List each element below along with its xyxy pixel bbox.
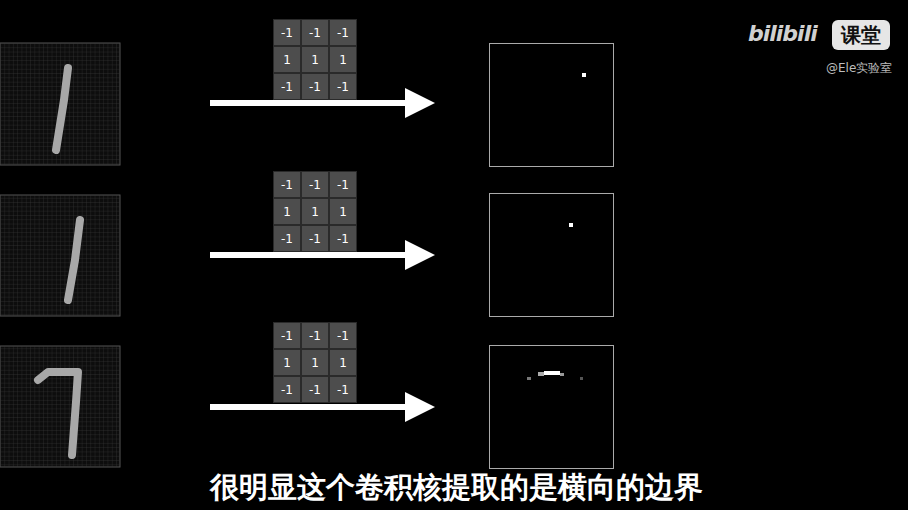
kernel-cell: -1 (301, 73, 329, 100)
watermark-badge (832, 20, 890, 50)
input-digit-seven (0, 346, 120, 467)
kernel-value: -1 (337, 178, 349, 192)
kernel-cell: -1 (273, 73, 301, 100)
subtitle: 很明显这个卷积核提取的是横向的边界 (210, 468, 703, 508)
kernel-cell: 1 (301, 46, 329, 73)
input-digit-one (0, 43, 120, 165)
kernel-cell: -1 (273, 19, 301, 46)
kernel-cell: -1 (273, 171, 301, 198)
kernel-cell: -1 (329, 19, 357, 46)
kernel-value: -1 (309, 329, 321, 343)
kernel-value: -1 (309, 178, 321, 192)
arrow (210, 88, 435, 422)
kernel-value: 1 (283, 356, 291, 370)
kernel-cell: -1 (329, 376, 357, 403)
watermark-badge-text: 课堂 (832, 20, 890, 50)
kernel-cell: -1 (301, 322, 329, 349)
kernel-value: -1 (281, 383, 293, 397)
kernel-value: -1 (281, 80, 293, 94)
watermark-author: @Ele实验室 (826, 60, 892, 77)
kernel-cell: -1 (273, 322, 301, 349)
kernel-cell: -1 (329, 171, 357, 198)
kernel-value: -1 (309, 383, 321, 397)
kernel-value: 1 (283, 205, 291, 219)
kernel-value: -1 (337, 80, 349, 94)
kernel-cell: 1 (273, 349, 301, 376)
kernel-value: 1 (283, 53, 291, 67)
output-feature-map (490, 44, 614, 469)
kernel-cell: -1 (301, 19, 329, 46)
kernel-value: -1 (337, 383, 349, 397)
kernel-value: 1 (339, 205, 347, 219)
kernel-value: -1 (281, 26, 293, 40)
kernel-value: -1 (281, 329, 293, 343)
kernel-cell: -1 (329, 322, 357, 349)
kernel-value: -1 (309, 26, 321, 40)
kernel-cell: 1 (301, 349, 329, 376)
kernel-cell: -1 (301, 171, 329, 198)
kernel-value: 1 (339, 53, 347, 67)
kernel-value: -1 (309, 80, 321, 94)
kernel-cell: -1 (301, 376, 329, 403)
kernel-cell: 1 (329, 198, 357, 225)
kernel-cell: 1 (329, 46, 357, 73)
kernel-value: -1 (337, 232, 349, 246)
input-digit-one (0, 195, 120, 316)
kernel-cell: -1 (273, 376, 301, 403)
kernel-value: -1 (337, 26, 349, 40)
kernel-cell: -1 (329, 73, 357, 100)
kernel-cell: 1 (301, 198, 329, 225)
kernel-value: -1 (337, 329, 349, 343)
kernel-value: 1 (311, 356, 319, 370)
kernel-cell: -1 (301, 225, 329, 252)
kernel-value: -1 (281, 178, 293, 192)
kernel-cell: -1 (329, 225, 357, 252)
kernel-value: 1 (311, 205, 319, 219)
kernel-cell: 1 (273, 198, 301, 225)
kernel-cell: 1 (273, 46, 301, 73)
kernel-cell: 1 (329, 349, 357, 376)
kernel-cell: -1 (273, 225, 301, 252)
kernel-value: -1 (309, 232, 321, 246)
kernel-value: 1 (311, 53, 319, 67)
watermark-logo: bilibili (748, 21, 817, 46)
kernel-value: 1 (339, 356, 347, 370)
kernel-value: -1 (281, 232, 293, 246)
